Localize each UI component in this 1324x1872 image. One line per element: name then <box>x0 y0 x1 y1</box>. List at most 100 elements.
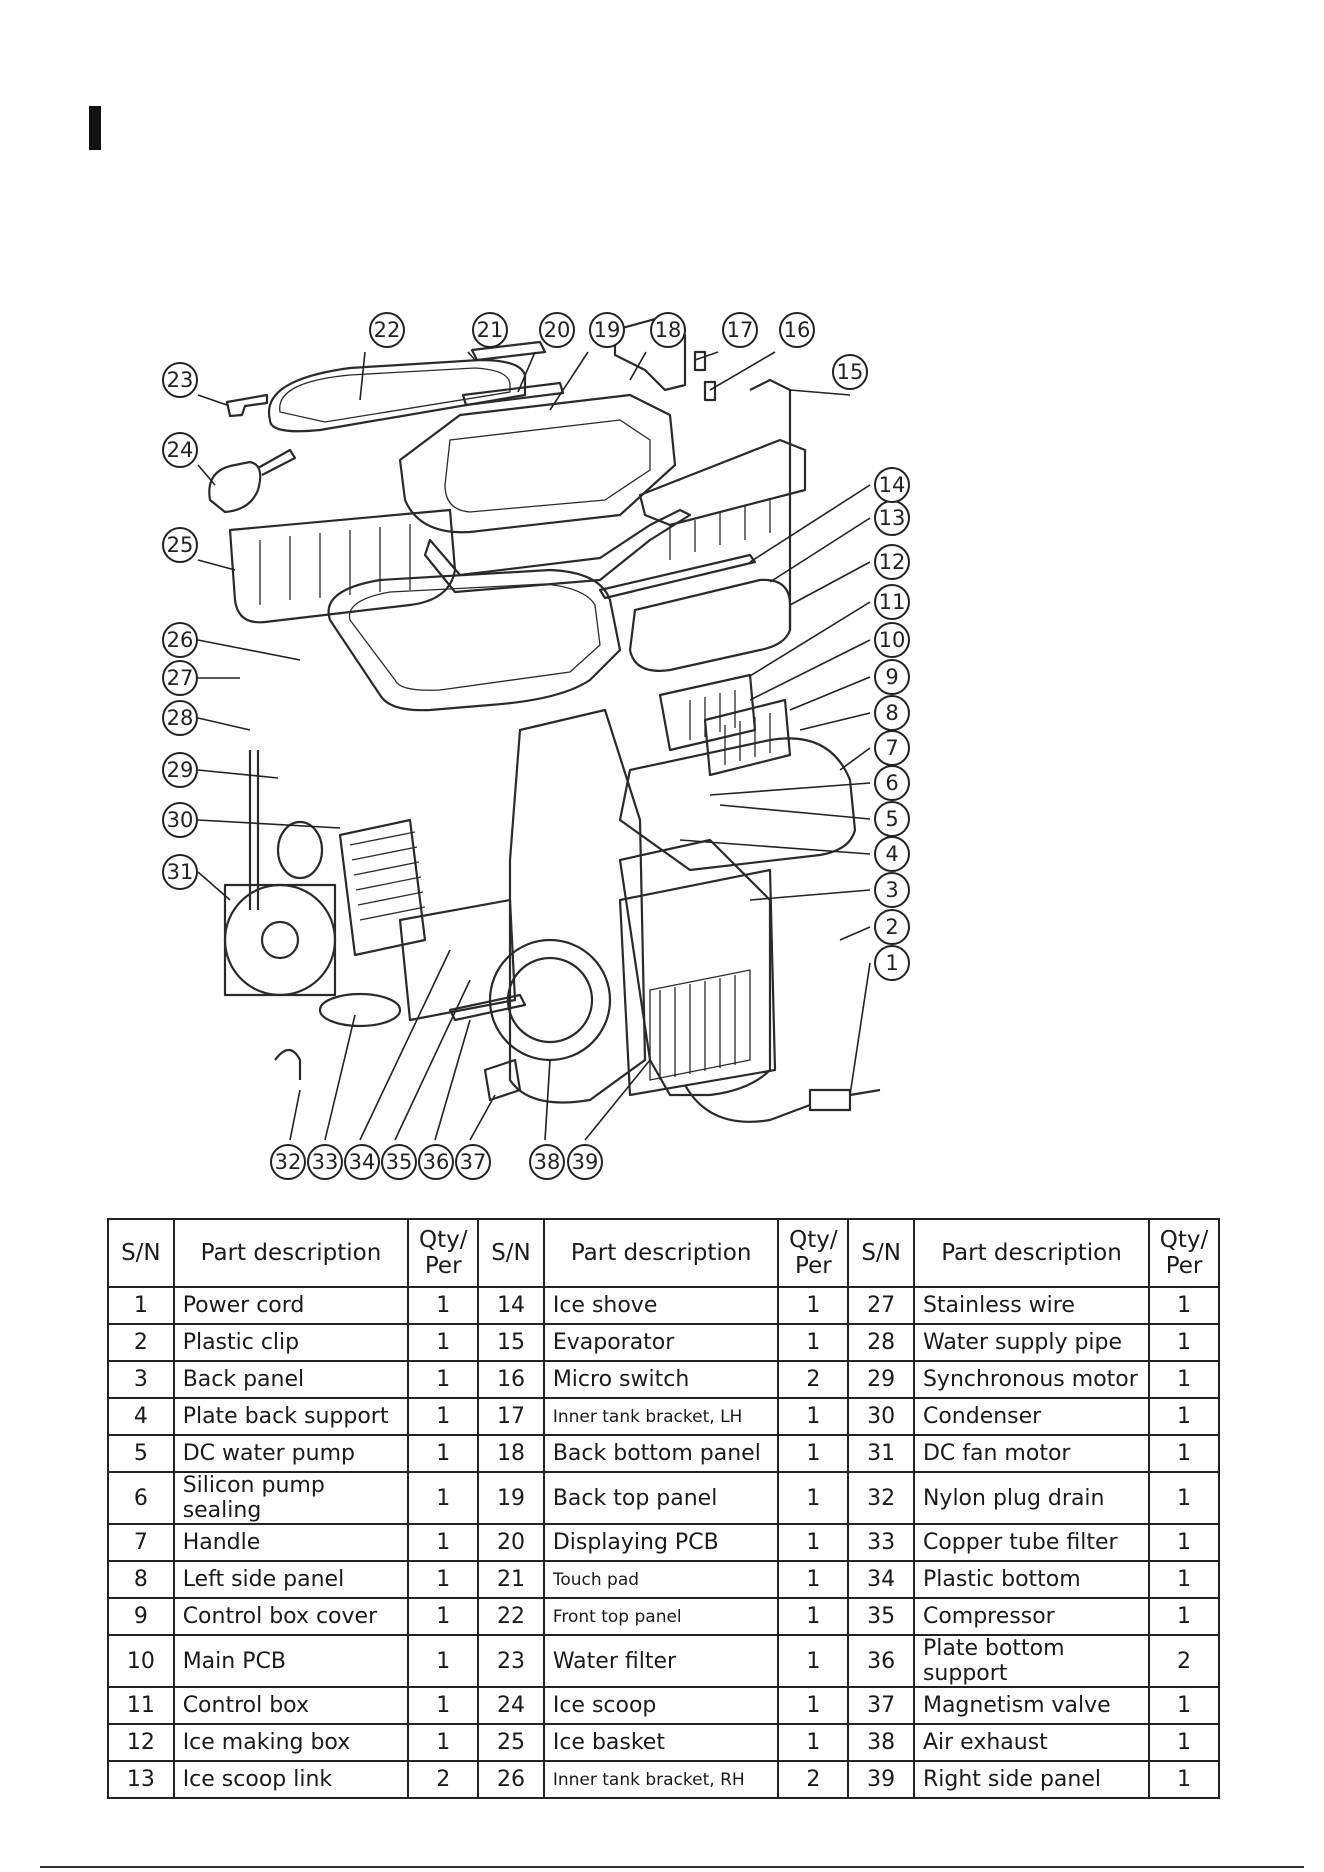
part-description: Inner tank bracket, RH <box>542 1760 780 1799</box>
part-description: Water supply pipe <box>912 1323 1151 1362</box>
part-sn: 5 <box>107 1434 175 1473</box>
part-description: Stainless wire <box>912 1286 1151 1325</box>
part-description: DC fan motor <box>912 1434 1151 1473</box>
part-qty: 1 <box>407 1397 480 1436</box>
part-description: Synchronous motor <box>912 1360 1151 1399</box>
svg-text:2: 2 <box>885 915 898 939</box>
part-sn: 8 <box>107 1560 175 1599</box>
part-qty: 1 <box>1148 1523 1220 1562</box>
callout-20: 20 <box>539 312 575 348</box>
part-sn: 18 <box>477 1434 545 1473</box>
part-sn: 15 <box>477 1323 545 1362</box>
part-qty: 1 <box>407 1597 480 1636</box>
part-sn: 3 <box>107 1360 175 1399</box>
part-qty: 1 <box>1148 1597 1220 1636</box>
svg-text:39: 39 <box>572 1150 599 1174</box>
part-description: Ice making box <box>172 1723 410 1762</box>
part-sn: 39 <box>847 1760 915 1799</box>
part-description: Ice basket <box>542 1723 780 1762</box>
svg-text:23: 23 <box>167 368 194 392</box>
part-qty: 1 <box>407 1560 480 1599</box>
part-description: Magnetism valve <box>912 1686 1151 1725</box>
callout-31: 31 <box>162 854 198 890</box>
svg-text:19: 19 <box>594 318 621 342</box>
svg-text:11: 11 <box>879 590 906 614</box>
col-header-sn: S/N <box>477 1218 545 1288</box>
svg-text:17: 17 <box>727 318 754 342</box>
callout-30: 30 <box>162 802 198 838</box>
part-qty: 1 <box>1148 1360 1220 1399</box>
part-sn: 17 <box>477 1397 545 1436</box>
col-header-qty: Qty/Per <box>1148 1218 1220 1288</box>
svg-text:29: 29 <box>167 758 194 782</box>
part-sn: 9 <box>107 1597 175 1636</box>
part-qty: 1 <box>407 1523 480 1562</box>
part-description: Back top panel <box>542 1471 780 1525</box>
part-sn: 27 <box>847 1286 915 1325</box>
svg-text:6: 6 <box>885 771 898 795</box>
svg-text:26: 26 <box>167 628 194 652</box>
col-header-qty-line2: Per <box>795 1253 832 1279</box>
leader-lines <box>197 351 871 1141</box>
part-qty: 1 <box>777 1634 850 1688</box>
svg-text:18: 18 <box>655 318 682 342</box>
svg-text:4: 4 <box>885 842 898 866</box>
part-description: Control box <box>172 1686 410 1725</box>
part-qty: 1 <box>777 1434 850 1473</box>
svg-text:28: 28 <box>167 706 194 730</box>
part-sn: 31 <box>847 1434 915 1473</box>
part-sn: 30 <box>847 1397 915 1436</box>
part-sn: 33 <box>847 1523 915 1562</box>
part-description: Power cord <box>172 1286 410 1325</box>
part-qty: 1 <box>407 1686 480 1725</box>
svg-text:14: 14 <box>879 473 906 497</box>
part-sn: 19 <box>477 1471 545 1525</box>
part-description: Micro switch <box>542 1360 780 1399</box>
callout-8: 8 <box>874 695 910 731</box>
part-sn: 13 <box>107 1760 175 1799</box>
callout-38: 38 <box>529 1144 565 1180</box>
part-qty: 1 <box>407 1286 480 1325</box>
callout-numbers: 1234567891011121314151617181920212223242… <box>162 312 910 1180</box>
callout-34: 34 <box>344 1144 380 1180</box>
callout-33: 33 <box>307 1144 343 1180</box>
part-sn: 32 <box>847 1471 915 1525</box>
part-qty: 1 <box>407 1634 480 1688</box>
part-description: Plastic bottom <box>912 1560 1151 1599</box>
part-sn: 16 <box>477 1360 545 1399</box>
callout-18: 18 <box>650 312 686 348</box>
svg-text:9: 9 <box>885 665 898 689</box>
callout-12: 12 <box>874 544 910 580</box>
part-sn: 38 <box>847 1723 915 1762</box>
callout-26: 26 <box>162 622 198 658</box>
part-description: Control box cover <box>172 1597 410 1636</box>
svg-text:27: 27 <box>167 666 194 690</box>
callout-11: 11 <box>874 584 910 620</box>
part-sn: 10 <box>107 1634 175 1688</box>
svg-text:15: 15 <box>837 360 864 384</box>
svg-text:8: 8 <box>885 701 898 725</box>
col-header-qty-line2: Per <box>1165 1253 1203 1279</box>
callout-3: 3 <box>874 872 910 908</box>
svg-text:1: 1 <box>885 951 898 975</box>
part-sn: 28 <box>847 1323 915 1362</box>
callout-22: 22 <box>369 312 405 348</box>
part-qty: 2 <box>1148 1634 1220 1688</box>
part-description: Displaying PCB <box>542 1523 780 1562</box>
part-sn: 23 <box>477 1634 545 1688</box>
part-qty: 1 <box>777 1471 850 1525</box>
section-marker-bar <box>89 106 101 150</box>
part-qty: 1 <box>407 1723 480 1762</box>
part-description: Touch pad <box>542 1560 780 1599</box>
part-qty: 1 <box>777 1560 850 1599</box>
part-sn: 4 <box>107 1397 175 1436</box>
callout-1: 1 <box>874 945 910 981</box>
part-description: Ice scoop link <box>172 1760 410 1799</box>
callout-7: 7 <box>874 730 910 766</box>
svg-text:25: 25 <box>167 533 194 557</box>
part-description: DC water pump <box>172 1434 410 1473</box>
